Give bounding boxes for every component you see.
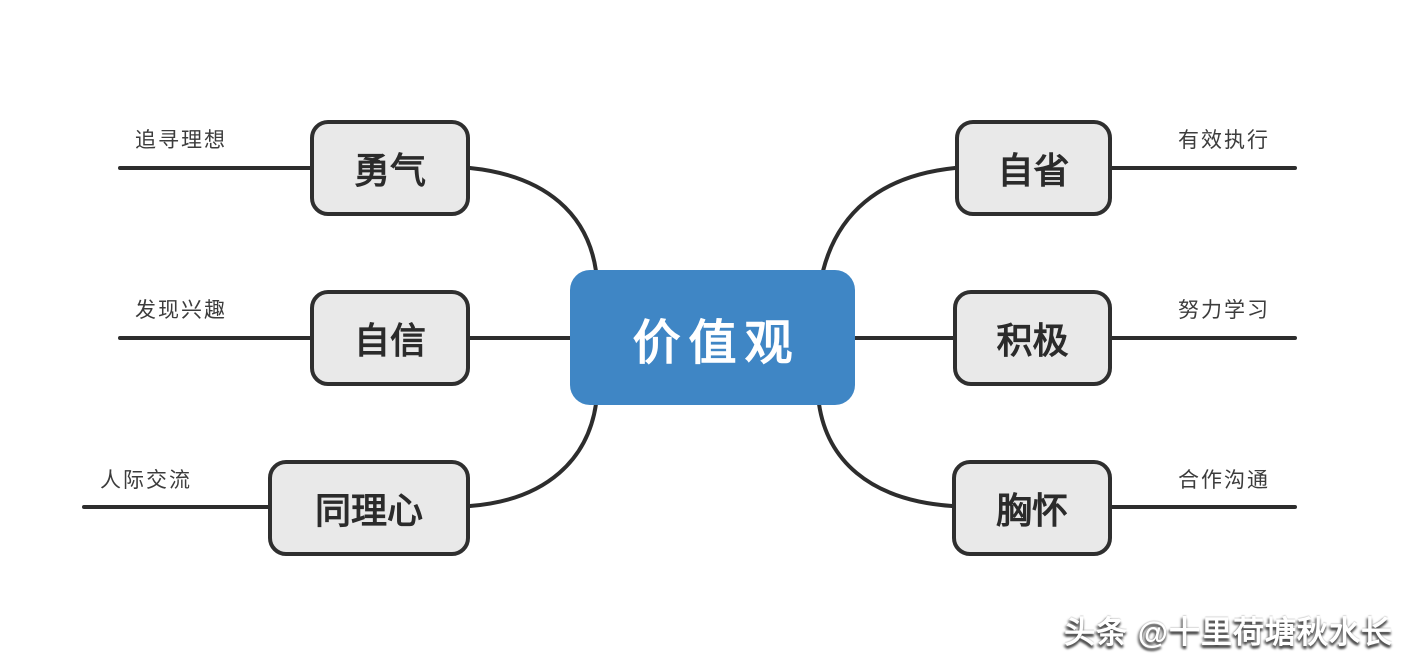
- subtopic-cooperation[interactable]: 合作沟通: [1178, 469, 1270, 492]
- subtopic-study-hard[interactable]: 努力学习: [1178, 299, 1270, 322]
- node-broad-mind-label: 胸怀: [995, 490, 1068, 531]
- connector-reflection: [821, 166, 957, 273]
- node-confidence-label: 自信: [353, 320, 426, 361]
- connector-courage: [468, 166, 598, 273]
- subtopic-discover-interests[interactable]: 发现兴趣: [135, 299, 227, 322]
- subtopic-effective-execution[interactable]: 有效执行: [1178, 129, 1270, 152]
- center-node-label: 价值观: [632, 316, 801, 370]
- node-self-reflection-label: 自省: [997, 150, 1070, 191]
- subtopic-pursue-ideals[interactable]: 追寻理想: [135, 129, 227, 152]
- node-confidence[interactable]: 自信: [310, 290, 470, 386]
- node-self-reflection[interactable]: 自省: [955, 120, 1112, 216]
- node-empathy[interactable]: 同理心: [268, 460, 470, 556]
- subtopic-interpersonal[interactable]: 人际交流: [100, 469, 192, 492]
- node-empathy-label: 同理心: [314, 490, 423, 531]
- connector-empathy: [468, 402, 598, 508]
- node-courage[interactable]: 勇气: [310, 120, 470, 216]
- watermark-byline: 头条 @十里荷塘秋水长: [1064, 615, 1393, 650]
- center-node-values[interactable]: 价值观: [570, 270, 855, 405]
- node-positive-label: 积极: [996, 320, 1069, 361]
- node-courage-label: 勇气: [353, 150, 426, 191]
- node-positive[interactable]: 积极: [953, 290, 1112, 386]
- node-broad-mind[interactable]: 胸怀: [952, 460, 1112, 556]
- connector-broadmind: [817, 402, 954, 508]
